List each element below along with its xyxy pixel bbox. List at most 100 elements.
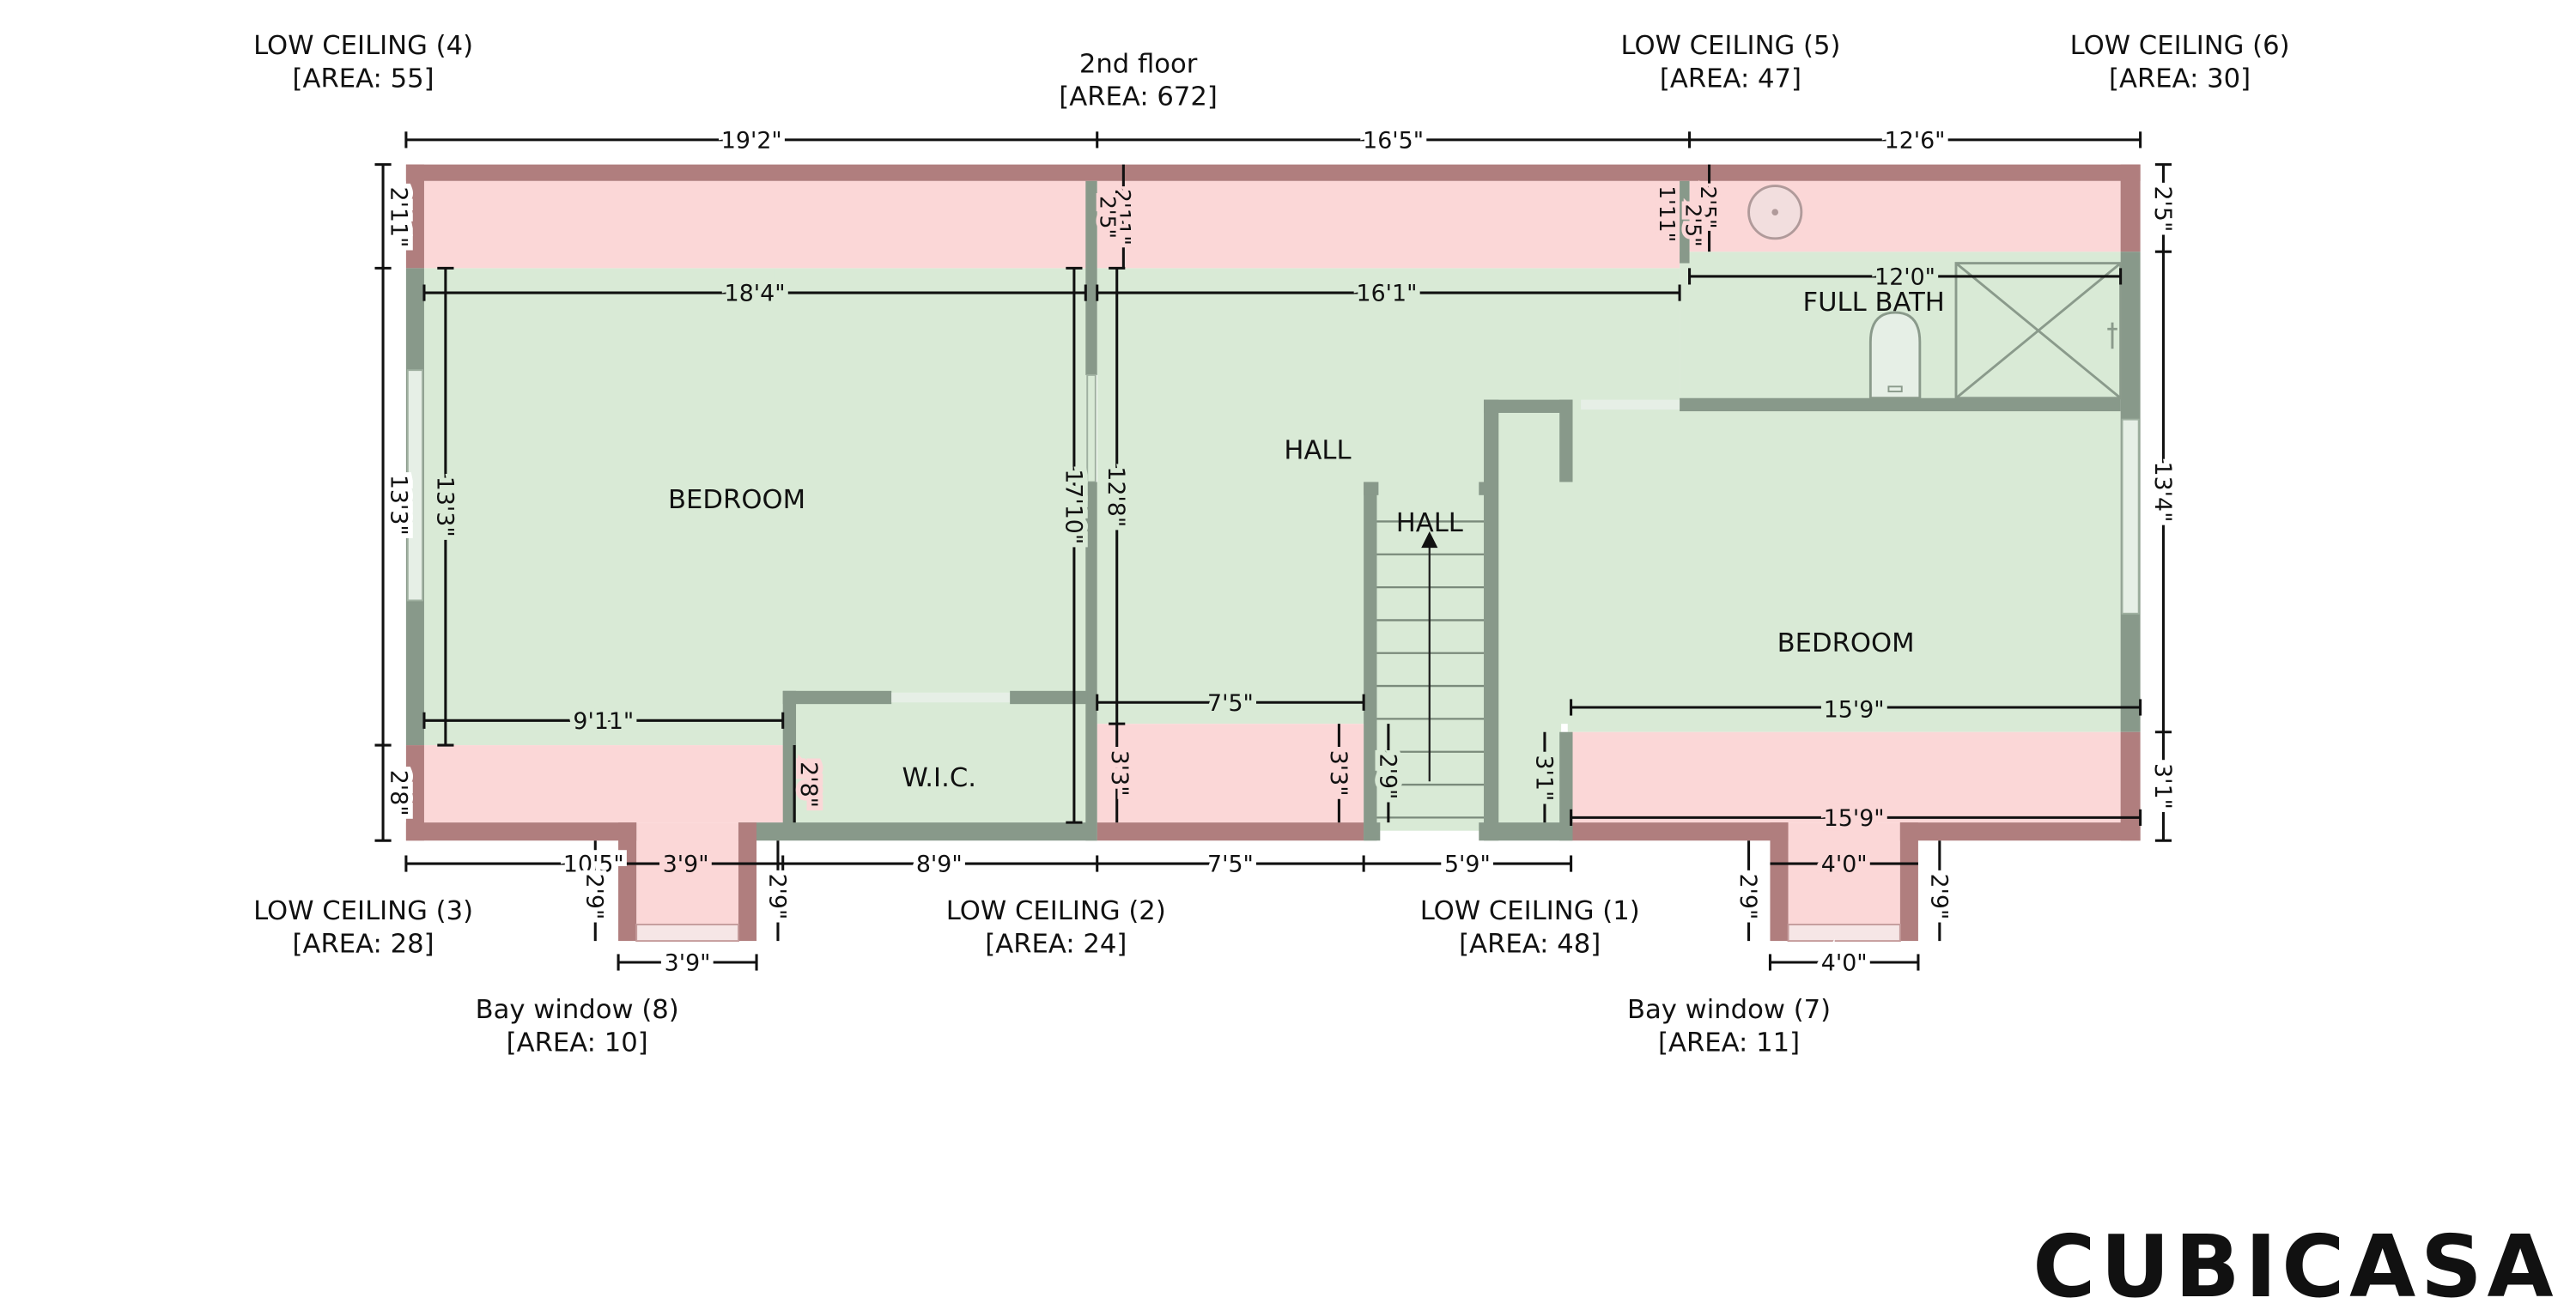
bay-window-8-area [636,822,738,926]
wall-bottom-right-b [1899,822,2141,841]
low-ceiling-3-area [423,745,785,823]
dim-right-1: 2'5" [2149,185,2176,232]
bay8-window [635,923,739,943]
dim-stair-h: 2'9" [1374,754,1400,800]
bay8-wall-left [618,822,637,942]
wic-wall-top-a [782,690,892,705]
dimension-lines [374,131,2172,971]
walls [405,164,2141,943]
shower-icon [1954,262,2123,400]
room-labels: BEDROOM HALL HALL W.I.C. FULL BATH BEDRO… [668,288,1945,793]
dim-bed-l-width: 18'4" [725,281,786,307]
low-ceiling-5-area [1097,180,1680,269]
stair-wall-right [1484,399,1499,841]
room-hall-stair: HALL [1396,508,1463,538]
callout-low-ceiling-5: LOW CEILING (5) [1620,31,1840,61]
bedroom-left-floor [423,268,1088,746]
callout-low-ceiling-3: LOW CEILING (3) [253,896,473,926]
dim-bot-2: 3'9" [663,852,709,878]
stair-wall-left [1364,482,1377,841]
room-bedroom-left: BEDROOM [668,485,805,515]
dim-hall-lower: 7'5" [1207,690,1254,717]
wall-partition-1 [1085,180,1097,375]
callout-low-ceiling-6-area: [AREA: 30] [2109,64,2251,94]
wic-wall-top-b [1010,690,1088,705]
dim-top-3: 12'6" [1885,127,1946,154]
cubicasa-logo: CUBICASA [2032,1218,2558,1316]
wall-left-lower [405,745,424,841]
dim-bay7-l: 2'9" [1735,873,1761,919]
callout-bay-window-8-area: [AREA: 10] [507,1028,648,1058]
room-fills [423,252,2121,831]
dim-hall-top: 16'1" [1357,281,1418,307]
corridor-wall-right [1559,399,1573,482]
right-window [2121,418,2140,615]
wall-left-upper [405,164,424,269]
callout-bay-window-7: Bay window (7) [1627,995,1831,1025]
bay-window-7-area [1788,822,1900,926]
dim-left-1: 2'11" [386,186,412,247]
room-full-bath: FULL BATH [1802,288,1944,318]
bay8-wall-right [738,822,757,942]
wall-bottom-right-a [1571,822,1789,841]
dim-small-d: 2'5" [1696,185,1721,228]
dim-small-c: 1'11" [1655,185,1680,242]
bath-fixtures [1747,185,2123,400]
wall-right-upper [2120,164,2141,252]
staircase [1376,520,1485,819]
bedroom-right-floor [1567,403,2121,732]
dim-bay8-l: 2'9" [581,873,608,919]
floor-name: 2nd floor [1079,49,1198,79]
floor-area: [AREA: 672] [1059,82,1218,112]
wall-right-lower [2120,731,2141,841]
callout-bay-window-7-area: [AREA: 11] [1658,1028,1800,1058]
dim-bay7-w: 4'0" [1821,950,1868,977]
corridor-wall-right-b [1559,731,1573,841]
dim-left-3: 2'8" [386,770,412,816]
dim-bed-l-lower: 9'11" [573,708,634,735]
corridor-wall-top [1484,399,1573,413]
room-hall-main: HALL [1284,436,1351,466]
low-ceiling-fills [423,180,2121,926]
wall-bottom-wic [738,822,1097,841]
callout-low-ceiling-4-area: [AREA: 55] [293,64,434,94]
dim-bed-l-height: 13'3" [431,476,458,537]
bay7-window [1787,923,1901,943]
dim-bay8-w: 3'9" [665,950,711,977]
callout-bay-window-8: Bay window (8) [476,995,679,1025]
low-ceiling-1-area [1571,731,2121,823]
left-window [406,369,424,602]
dim-hall-height: 12'8" [1103,466,1129,527]
low-ceiling-4-area [423,180,1088,269]
dim-bot-4: 7'5" [1207,852,1254,878]
callout-low-ceiling-1-area: [AREA: 48] [1459,930,1601,960]
dim-bot-1: 10'5" [563,852,624,878]
stair-arrow-icon [1421,531,1438,549]
toilet-icon [1868,311,1922,400]
dim-low1-h: 3'1" [1530,755,1557,801]
callout-low-ceiling-3-area: [AREA: 28] [293,930,434,960]
dim-low2-h2: 3'3" [1325,750,1352,797]
room-bedroom-right: BEDROOM [1777,628,1915,658]
callouts: 2nd floor [AREA: 672] LOW CEILING (4) [A… [253,31,2290,1058]
wic-floor [789,699,1088,831]
dim-bed-r-lower: 15'9" [1824,805,1885,832]
callout-low-ceiling-6: LOW CEILING (6) [2070,31,2290,61]
wall-bottom-left [405,822,637,841]
dim-bay7-r: 2'9" [1925,873,1952,919]
bay7-wall-left [1770,822,1789,942]
wic-door [891,692,1011,703]
dim-bay7-top: 4'0" [1821,852,1868,878]
wic-wall-left [782,690,797,840]
bath-wall-left-upper [1680,180,1690,264]
wall-top [405,164,2141,181]
wall-partition-2 [1085,482,1097,841]
dim-small-e: 2'5" [1681,204,1706,247]
dim-small-b: 2'5" [1096,196,1121,239]
callout-low-ceiling-4: LOW CEILING (4) [253,31,473,61]
dimension-labels: 19'2" 16'5" 12'6" 2'11" 13'3" 2'8" 2'5" … [380,123,2181,982]
dim-wic-side: 2'8" [795,761,822,808]
dim-bed-r-width: 15'9" [1824,696,1885,723]
callout-low-ceiling-2-area: [AREA: 24] [985,930,1127,960]
